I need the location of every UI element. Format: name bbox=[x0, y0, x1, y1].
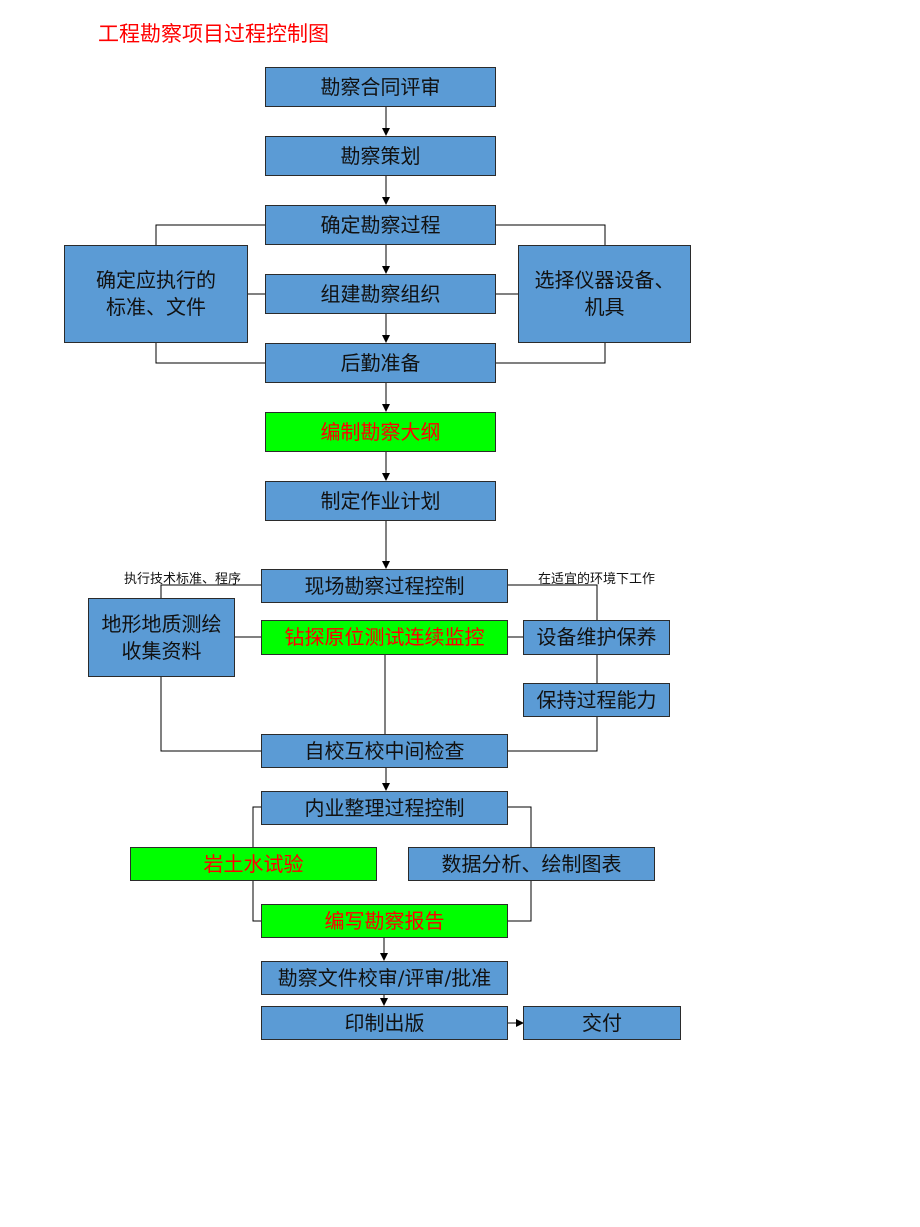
line-capability-to-inspection bbox=[508, 717, 598, 752]
line-equipment-to-logistics bbox=[496, 343, 606, 364]
line-labtest-to-report bbox=[252, 881, 261, 922]
node-determine-process: 确定勘察过程 bbox=[265, 205, 496, 245]
line-office-to-analysis bbox=[508, 806, 532, 847]
node-contract-review: 勘察合同评审 bbox=[265, 67, 496, 107]
node-drilling: 钻探原位测试连续监控 bbox=[261, 620, 508, 655]
note-right: 在适宜的环境下工作 bbox=[538, 572, 656, 587]
node-maintenance: 设备维护保养 bbox=[523, 620, 670, 655]
node-data-analysis: 数据分析、绘制图表 bbox=[408, 847, 655, 881]
node-delivery: 交付 bbox=[523, 1006, 681, 1040]
node-planning: 勘察策划 bbox=[265, 136, 496, 176]
line-survey-to-inspection bbox=[160, 677, 261, 752]
note-left: 执行技术标准、程序 bbox=[124, 572, 242, 587]
node-office-control: 内业整理过程控制 bbox=[261, 791, 508, 825]
line-field-to-survey bbox=[160, 584, 261, 598]
node-survey-data: 地形地质测绘 收集资料 bbox=[88, 598, 235, 677]
node-standards: 确定应执行的 标准、文件 bbox=[64, 245, 248, 343]
line-process-to-standards bbox=[155, 224, 265, 245]
node-report: 编写勘察报告 bbox=[261, 904, 508, 938]
line-office-to-labtest bbox=[252, 806, 261, 847]
node-logistics: 后勤准备 bbox=[265, 343, 496, 383]
node-work-plan: 制定作业计划 bbox=[265, 481, 496, 521]
node-review: 勘察文件校审/评审/批准 bbox=[261, 961, 508, 995]
line-standards-to-logistics bbox=[155, 343, 265, 364]
node-inspection: 自校互校中间检查 bbox=[261, 734, 508, 768]
node-organization: 组建勘察组织 bbox=[265, 274, 496, 314]
node-capability: 保持过程能力 bbox=[523, 683, 670, 717]
node-lab-test: 岩土水试验 bbox=[130, 847, 377, 881]
line-process-to-equipment bbox=[496, 224, 606, 245]
page-title: 工程勘察项目过程控制图 bbox=[98, 22, 329, 46]
line-field-to-maintenance bbox=[508, 584, 598, 620]
node-outline: 编制勘察大纲 bbox=[265, 412, 496, 452]
node-field-control: 现场勘察过程控制 bbox=[261, 569, 508, 603]
node-equipment: 选择仪器设备、 机具 bbox=[518, 245, 691, 343]
line-analysis-to-report bbox=[508, 881, 532, 922]
node-printing: 印制出版 bbox=[261, 1006, 508, 1040]
